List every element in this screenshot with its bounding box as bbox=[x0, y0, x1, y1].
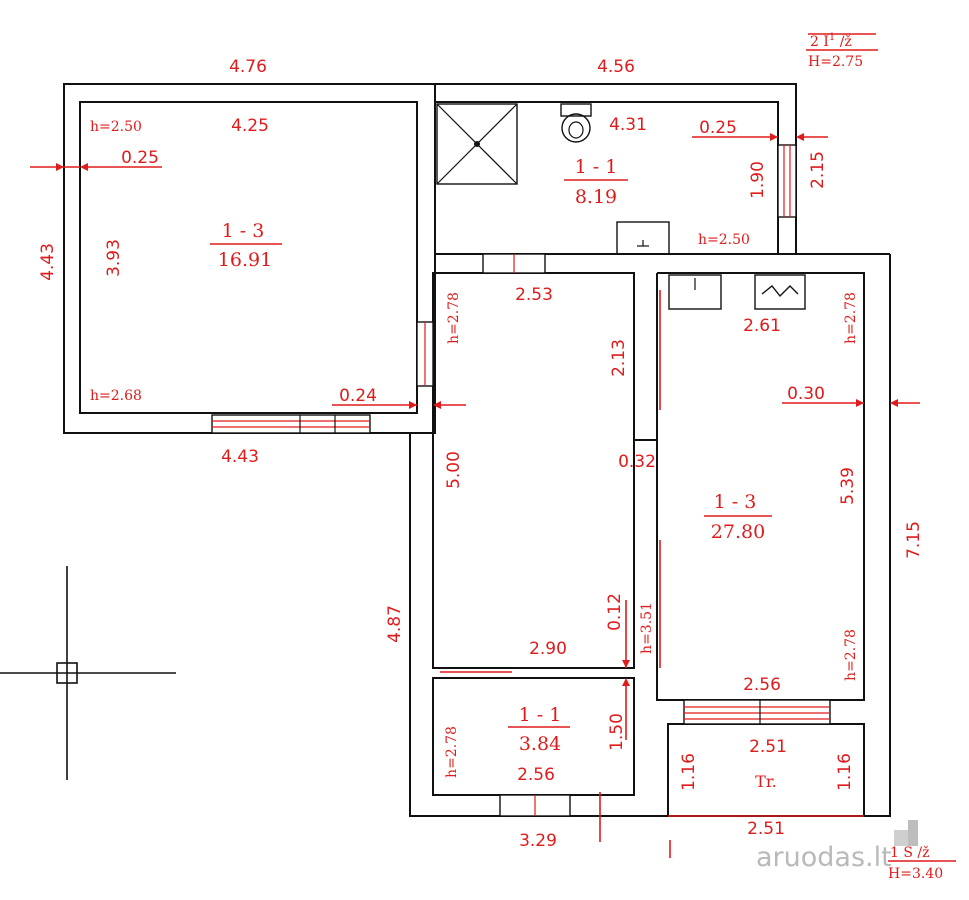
room2-height-top: h=2.78 bbox=[843, 292, 859, 344]
room1-wall-thickness: 0.25 bbox=[121, 148, 159, 168]
dim-right: 7.15 bbox=[904, 521, 924, 559]
room3-area: 3.84 bbox=[519, 733, 561, 755]
room1-depth: 3.93 bbox=[104, 239, 124, 277]
floor-code: 2 I1 /ž H=2.75 bbox=[808, 32, 863, 70]
floor-code-suffix: /ž bbox=[835, 34, 852, 50]
room3-depth: 1.50 bbox=[607, 713, 627, 751]
room1-height-bottom: h=2.68 bbox=[90, 388, 142, 404]
watermark-text: aruodas.lt bbox=[756, 842, 892, 873]
stove-icon bbox=[754, 274, 806, 310]
watermark: aruodas.lt bbox=[756, 820, 918, 873]
corridor-height: h=2.78 bbox=[446, 292, 462, 344]
corner-code-line1: 1 S /ž bbox=[890, 845, 930, 861]
room3-height: h=2.78 bbox=[444, 726, 460, 778]
tr-code: Tr. bbox=[755, 772, 777, 791]
corridor-segment: 2.13 bbox=[609, 339, 629, 377]
room3-code: 1 - 1 bbox=[519, 704, 562, 726]
sink-icon bbox=[616, 221, 670, 255]
tr-width: 2.51 bbox=[749, 737, 787, 757]
bath-outer-height: 2.15 bbox=[808, 151, 828, 189]
bath-ceiling-height: h=2.50 bbox=[698, 232, 750, 248]
room1-height-top: h=2.50 bbox=[90, 119, 142, 135]
room2-width: 2.61 bbox=[743, 316, 781, 336]
corridor-depth: 5.00 bbox=[444, 451, 464, 489]
tr-right-height: 1.16 bbox=[835, 753, 855, 791]
dimension-arrows bbox=[30, 33, 956, 862]
corner-code-main: 1 S bbox=[890, 845, 913, 861]
dim-top-right: 4.56 bbox=[597, 57, 635, 77]
dim-bottom-mid: 4.87 bbox=[385, 605, 405, 643]
crosshair-cursor-icon bbox=[0, 566, 176, 780]
floor-code-main: 2 I bbox=[810, 34, 829, 50]
corridor-width: 2.53 bbox=[515, 285, 553, 305]
room3-width: 2.56 bbox=[517, 765, 555, 785]
floor-code-height: H=2.75 bbox=[808, 54, 863, 70]
room1-width: 4.25 bbox=[231, 116, 269, 136]
room2-depth: 5.39 bbox=[838, 467, 858, 505]
corridor-ceiling: h=3.51 bbox=[639, 602, 655, 654]
dim-left: 4.43 bbox=[38, 243, 58, 281]
bath-width: 4.31 bbox=[609, 115, 647, 135]
tr-left-height: 1.16 bbox=[679, 753, 699, 791]
floor-code-line1: 2 I1 /ž bbox=[810, 32, 852, 50]
kitchen-sink-icon bbox=[668, 274, 722, 310]
room2-height-bottom: h=2.78 bbox=[843, 629, 859, 681]
dim-bottom-b: 2.51 bbox=[747, 819, 785, 839]
corridor-wall: 0.32 bbox=[618, 452, 656, 472]
room2-wall: 0.30 bbox=[787, 384, 825, 404]
room1-door-offset: 0.24 bbox=[339, 386, 377, 406]
bath-wall: 0.25 bbox=[699, 118, 737, 138]
floor-code-sup: 1 bbox=[829, 32, 835, 43]
bath-area: 8.19 bbox=[575, 186, 617, 208]
corner-code-height: H=3.40 bbox=[888, 866, 943, 882]
room1-area: 16.91 bbox=[218, 249, 272, 271]
toilet-icon bbox=[560, 103, 592, 143]
bath-window-height: 1.90 bbox=[748, 161, 768, 199]
corridor-small-wall: 0.12 bbox=[605, 593, 625, 631]
dim-bottom-a: 3.29 bbox=[519, 831, 557, 851]
dim-top-left: 4.76 bbox=[229, 57, 267, 77]
room1-window-width: 4.43 bbox=[221, 447, 259, 467]
shower-icon bbox=[436, 103, 518, 185]
corridor-bottom-width: 2.90 bbox=[529, 639, 567, 659]
room2-area: 27.80 bbox=[711, 521, 765, 543]
corner-code: 1 S /ž H=3.40 bbox=[888, 845, 943, 882]
room2-code: 1 - 3 bbox=[714, 491, 757, 513]
room1-code: 1 - 3 bbox=[222, 220, 265, 242]
windows bbox=[211, 144, 864, 817]
corner-code-suffix: /ž bbox=[913, 845, 930, 861]
bath-code: 1 - 1 bbox=[575, 156, 618, 178]
room2-bottom-width: 2.56 bbox=[743, 675, 781, 695]
